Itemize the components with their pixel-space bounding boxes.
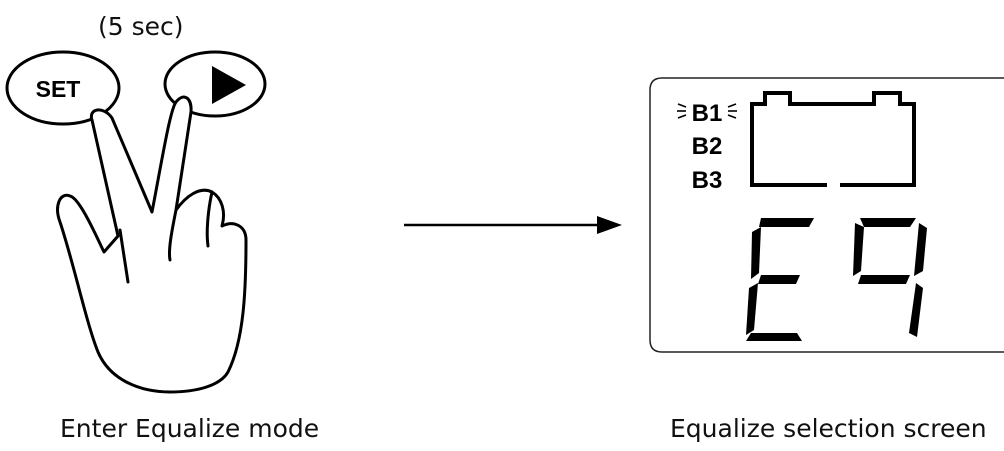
battery-label-b2: B2 — [692, 133, 723, 160]
caption-enter-equalize: Enter Equalize mode — [60, 414, 320, 443]
duration-hint: (5 sec) — [98, 12, 184, 41]
hand-press-illustration: SET — [5, 50, 267, 394]
segment-digit-9 — [853, 218, 927, 337]
battery-icon — [750, 91, 916, 187]
lcd-display: B1 B2 B3 — [649, 77, 1004, 353]
play-triangle-icon — [212, 66, 246, 104]
set-button-label: SET — [36, 76, 81, 102]
blink-rays-icon — [677, 103, 737, 119]
segment-digit-e — [746, 218, 814, 341]
hand-icon — [56, 95, 248, 394]
arrow-right-icon — [404, 216, 622, 234]
battery-label-b3: B3 — [692, 167, 723, 194]
battery-label-b1: B1 — [692, 100, 723, 127]
set-button[interactable]: SET — [5, 50, 121, 126]
caption-equalize-selection: Equalize selection screen — [670, 414, 987, 443]
